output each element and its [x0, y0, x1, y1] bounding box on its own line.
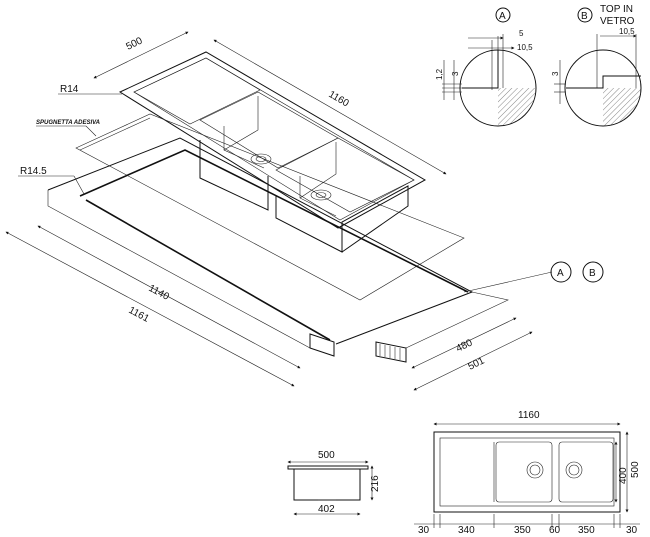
support-bar-right: [375, 341, 407, 363]
detail-a-dim-5: 5: [519, 29, 524, 38]
detail-b-note-1: TOP IN: [600, 4, 633, 15]
dim-cutout-480: 480: [454, 337, 474, 354]
plan-dim-400: 400: [618, 467, 629, 484]
radius-r14-label: R14: [60, 84, 79, 95]
plan-outline: [433, 431, 621, 513]
detail-a-label: A: [499, 11, 506, 22]
drainboard: [133, 57, 261, 125]
worktop-cutout: [47, 137, 474, 345]
bowl-2-rim: [275, 137, 415, 213]
bowl-2-drain: [310, 189, 332, 201]
plan-dim-340: 340: [458, 525, 475, 536]
callout-a-circle: [550, 261, 572, 283]
detail-b-label: B: [581, 11, 588, 22]
adhesive-sponge-label: SPUGNETTA ADESIVA: [36, 120, 100, 126]
section-dim-402: 402: [318, 504, 335, 515]
detail-b-dim-3: 3: [551, 71, 560, 76]
dim-support-501: 501: [466, 355, 486, 372]
support-bar-left: [309, 333, 335, 357]
dim-width-500: 500: [124, 35, 144, 52]
section-dim-500: 500: [318, 450, 335, 461]
sink-top-inner: [133, 57, 415, 221]
detail-a-dim-1-2: 1,2: [435, 68, 444, 80]
dim-length-1160: 1160: [327, 89, 352, 109]
detail-a-dim-10-5: 10,5: [517, 43, 533, 52]
plan-dim-350-b: 350: [578, 525, 595, 536]
bowl-1-rim: [199, 91, 339, 169]
callout-a-label: A: [557, 268, 564, 279]
detail-b-note-2: VETRO: [600, 16, 635, 27]
detail-a-dim-3: 3: [451, 71, 460, 76]
plan-dim-30-right: 30: [626, 525, 638, 536]
detail-b-dim-10-5: 10,5: [619, 27, 635, 36]
bowl-1-body: [199, 140, 269, 211]
detail-a: A 5 10,5 1,2 3: [435, 7, 537, 127]
plan-dim-500: 500: [630, 461, 641, 478]
plan-view: 1160 500 400 30 340 350 60 350 30: [414, 410, 641, 536]
dim-cutout-1140: 1140: [147, 283, 172, 303]
radius-r14-5-label: R14.5: [20, 166, 47, 177]
callout-b-label: B: [589, 268, 596, 279]
section-view: 500 216 402: [287, 450, 381, 516]
plan-dim-60: 60: [549, 525, 561, 536]
plan-dim-30-left: 30: [418, 525, 430, 536]
callout-b-circle: [582, 261, 604, 283]
isometric-view: 500 1160 R14 SPUGNETTA ADESIVA R14.5 114…: [5, 31, 604, 391]
plan-dim-1160: 1160: [518, 410, 540, 421]
bowl-1-drain: [250, 153, 272, 165]
section-dim-216: 216: [370, 475, 381, 492]
plan-dim-350-a: 350: [514, 525, 531, 536]
detail-b: B TOP IN VETRO 10,5 3: [551, 4, 642, 127]
bowl-2-body: [275, 185, 409, 253]
